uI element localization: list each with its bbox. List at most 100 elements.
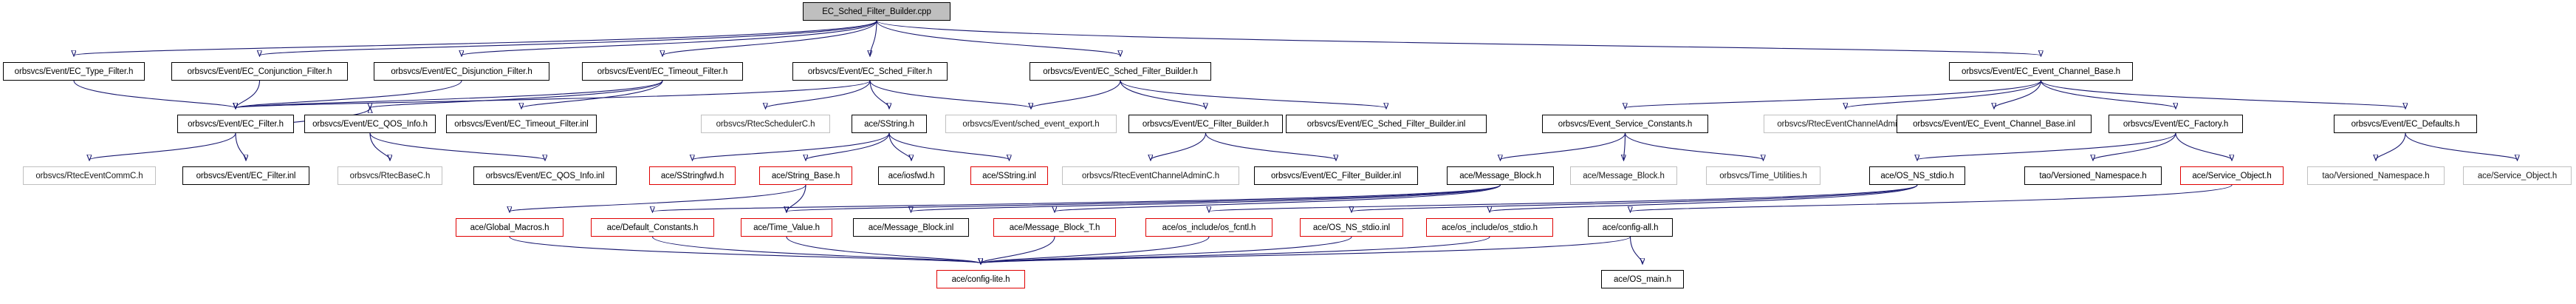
graph-edge bbox=[870, 20, 877, 55]
graph-edge bbox=[1151, 132, 1207, 160]
graph-edge bbox=[651, 236, 982, 263]
graph-node[interactable]: ace/Service_Object.h bbox=[2180, 166, 2284, 185]
graph-node[interactable]: ace/Default_Constants.h bbox=[591, 218, 714, 237]
graph-node[interactable]: orbsvcs/Time_Utilities.h bbox=[1706, 166, 1820, 185]
graph-edge bbox=[888, 132, 1010, 160]
graph-edge bbox=[1994, 80, 2042, 108]
graph-node[interactable]: ace/os_include/os_fcntl.h bbox=[1145, 218, 1272, 237]
graph-edge bbox=[89, 132, 236, 160]
graph-node[interactable]: ace/Message_Block.h bbox=[1447, 166, 1554, 185]
graph-edge bbox=[510, 184, 806, 212]
graph-edge bbox=[462, 20, 877, 55]
graph-edge bbox=[521, 80, 663, 108]
graph-node[interactable]: orbsvcs/RtecEventChannelAdminC.h bbox=[1062, 166, 1239, 185]
graph-node[interactable]: orbsvcs/Event/EC_Event_Channel_Base.inl bbox=[1897, 115, 2092, 133]
graph-edge bbox=[236, 80, 663, 108]
graph-edge bbox=[1031, 80, 1121, 108]
graph-node[interactable]: ace/os_include/os_stdio.h bbox=[1426, 218, 1553, 237]
graph-node[interactable]: orbsvcs/Event/EC_Filter.inl bbox=[182, 166, 309, 185]
graph-edge bbox=[876, 20, 1120, 55]
graph-node[interactable]: ace/OS_NS_stdio.h bbox=[1869, 166, 1965, 185]
graph-edge bbox=[693, 132, 890, 160]
graph-edge bbox=[806, 132, 890, 160]
graph-edge bbox=[1624, 132, 1764, 160]
graph-node[interactable]: orbsvcs/Event/EC_Type_Filter.h bbox=[3, 62, 145, 81]
graph-node[interactable]: ace/Time_Value.h bbox=[741, 218, 832, 237]
graph-edge bbox=[2175, 132, 2232, 160]
graph-node[interactable]: ace/Message_Block.inl bbox=[853, 218, 969, 237]
graph-edge bbox=[1120, 80, 1206, 108]
graph-node[interactable]: orbsvcs/Event/EC_Filter_Builder.inl bbox=[1254, 166, 1418, 185]
graph-node[interactable]: orbsvcs/Event/EC_Event_Channel_Base.h bbox=[1949, 62, 2133, 81]
graph-node[interactable]: orbsvcs/Event/EC_QOS_Info.h bbox=[304, 115, 436, 133]
graph-edge bbox=[2405, 132, 2518, 160]
graph-node[interactable]: ace/config-lite.h bbox=[936, 270, 1025, 288]
graph-node[interactable]: ace/OS_NS_stdio.inl bbox=[1300, 218, 1403, 237]
graph-edge bbox=[1352, 184, 1918, 212]
graph-node[interactable]: ace/config-all.h bbox=[1588, 218, 1673, 237]
graph-edge bbox=[235, 132, 246, 160]
graph-edge bbox=[236, 80, 462, 108]
graph-node[interactable]: ace/SString.h bbox=[852, 115, 927, 133]
graph-node[interactable]: orbsvcs/Event/sched_event_export.h bbox=[945, 115, 1117, 133]
graph-node[interactable]: orbsvcs/Event_Service_Constants.h bbox=[1542, 115, 1708, 133]
graph-node[interactable]: ace/SStringfwd.h bbox=[649, 166, 736, 185]
graph-edge bbox=[73, 80, 236, 108]
graph-edge bbox=[236, 80, 261, 108]
graph-node[interactable]: EC_Sched_Filter_Builder.cpp bbox=[803, 2, 950, 21]
graph-node[interactable]: ace/OS_main.h bbox=[1601, 270, 1684, 288]
graph-node[interactable]: tao/Versioned_Namespace.h bbox=[2307, 166, 2445, 185]
graph-node[interactable]: orbsvcs/Event/EC_Defaults.h bbox=[2334, 115, 2477, 133]
graph-node[interactable]: ace/Message_Block_T.h bbox=[993, 218, 1116, 237]
graph-node[interactable]: ace/String_Base.h bbox=[759, 166, 852, 185]
graph-edge bbox=[1631, 184, 2233, 212]
graph-edge bbox=[2040, 80, 2406, 108]
graph-edge bbox=[74, 20, 877, 55]
graph-edge bbox=[236, 80, 871, 108]
graph-edge bbox=[653, 184, 1501, 212]
graph-node[interactable]: ace/Global_Macros.h bbox=[456, 218, 564, 237]
graph-edge bbox=[260, 20, 877, 55]
graph-node[interactable]: orbsvcs/Event/EC_Timeout_Filter.h bbox=[582, 62, 743, 81]
graph-edge bbox=[981, 236, 1210, 263]
graph-edge bbox=[1624, 132, 1626, 160]
graph-node[interactable]: orbsvcs/Event/EC_QOS_Info.inl bbox=[473, 166, 617, 185]
graph-edge bbox=[1205, 132, 1337, 160]
graph-edge bbox=[1626, 80, 2042, 108]
graph-node[interactable]: orbsvcs/RtecSchedulerC.h bbox=[701, 115, 830, 133]
graph-node[interactable]: orbsvcs/Event/EC_Filter_Builder.h bbox=[1128, 115, 1283, 133]
graph-edge bbox=[369, 132, 390, 160]
graph-node[interactable]: orbsvcs/Event/EC_Timeout_Filter.inl bbox=[446, 115, 597, 133]
graph-edge bbox=[1629, 236, 1643, 263]
graph-edge bbox=[766, 80, 871, 108]
graph-edge bbox=[911, 184, 1501, 212]
graph-node[interactable]: ace/Message_Block.h bbox=[1570, 166, 1677, 185]
graph-edge bbox=[2040, 80, 2176, 108]
graph-edge bbox=[787, 184, 1501, 212]
graph-node[interactable]: orbsvcs/RtecEventCommC.h bbox=[23, 166, 156, 185]
graph-edge bbox=[370, 80, 663, 108]
graph-node[interactable]: ace/iosfwd.h bbox=[878, 166, 945, 185]
graph-node[interactable]: ace/Service_Object.h bbox=[2463, 166, 2572, 185]
graph-edge bbox=[888, 132, 911, 160]
graph-edge bbox=[786, 236, 981, 263]
graph-node[interactable]: orbsvcs/Event/EC_Conjunction_Filter.h bbox=[171, 62, 348, 81]
graph-edge bbox=[1917, 132, 2176, 160]
graph-edge bbox=[981, 236, 1490, 263]
graph-edge bbox=[509, 236, 981, 263]
graph-node[interactable]: orbsvcs/RtecBaseC.h bbox=[338, 166, 442, 185]
graph-node[interactable]: orbsvcs/Event/EC_Disjunction_Filter.h bbox=[374, 62, 549, 81]
graph-edge bbox=[869, 80, 889, 108]
graph-node[interactable]: ace/SString.inl bbox=[970, 166, 1048, 185]
graph-node[interactable]: tao/Versioned_Namespace.h bbox=[2024, 166, 2162, 185]
graph-node[interactable]: orbsvcs/Event/EC_Sched_Filter_Builder.h bbox=[1030, 62, 1211, 81]
graph-node[interactable]: orbsvcs/Event/EC_Filter.h bbox=[177, 115, 294, 133]
graph-edge bbox=[981, 236, 1631, 263]
graph-node[interactable]: orbsvcs/Event/EC_Factory.h bbox=[2109, 115, 2243, 133]
graph-edge bbox=[1846, 80, 2042, 108]
graph-edge bbox=[1055, 184, 1501, 212]
graph-node[interactable]: orbsvcs/Event/EC_Sched_Filter_Builder.in… bbox=[1286, 115, 1487, 133]
graph-node[interactable]: orbsvcs/Event/EC_Sched_Filter.h bbox=[792, 62, 948, 81]
